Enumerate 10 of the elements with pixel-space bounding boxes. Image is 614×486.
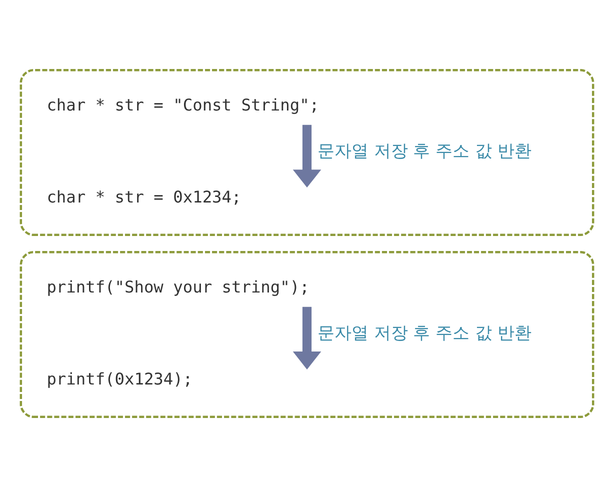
edge-label: 문자열 저장 후 주소 값 반환: [317, 141, 532, 162]
arrow: [292, 124, 322, 188]
node-text: char * str = "Const String";: [46, 94, 320, 114]
edge-label: 문자열 저장 후 주소 값 반환: [317, 323, 532, 344]
node-text: printf(0x1234);: [46, 368, 193, 388]
cluster: [20, 250, 594, 418]
arrow: [292, 306, 322, 370]
cluster: [20, 68, 594, 236]
node-text: char * str = 0x1234;: [46, 186, 242, 206]
node-text: printf("Show your string");: [46, 276, 310, 296]
